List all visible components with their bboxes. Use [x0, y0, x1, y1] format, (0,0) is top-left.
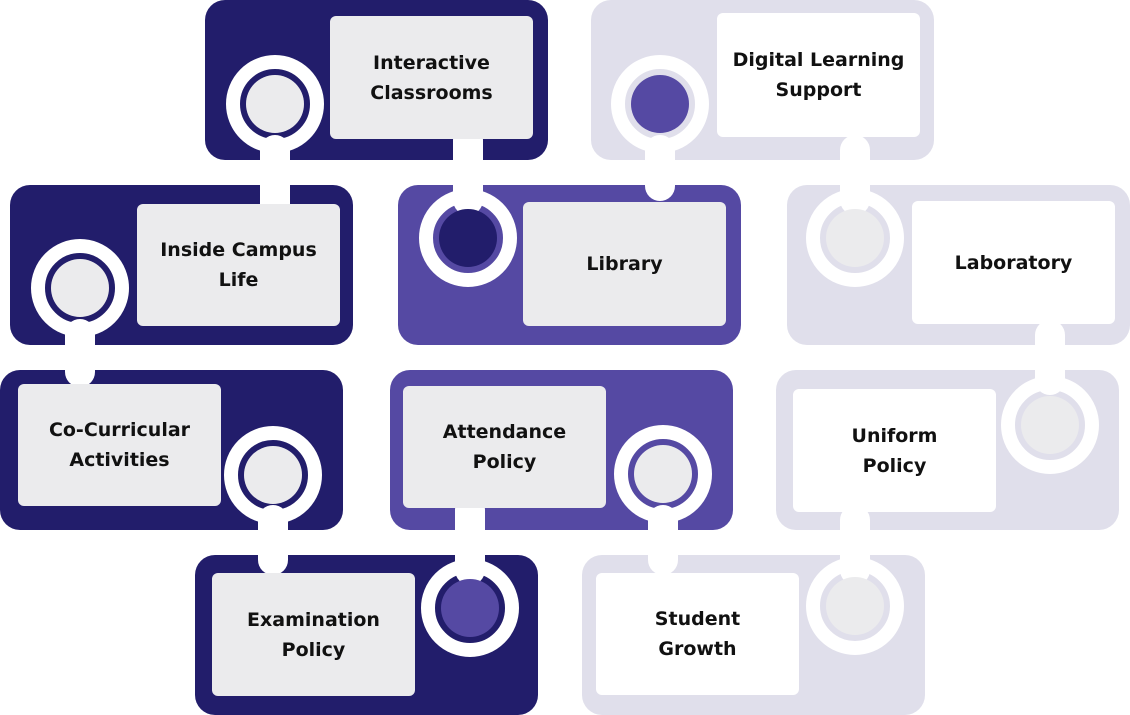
tile-card-examination-policy[interactable]: Examination Policy: [212, 573, 415, 696]
connector-ring-co-curricular-activities: [224, 426, 322, 575]
tile-card-uniform-policy[interactable]: Uniform Policy: [793, 389, 996, 512]
tile-card-digital-learning-support[interactable]: Digital Learning Support: [717, 13, 920, 137]
tile-card-interactive-classrooms[interactable]: Interactive Classrooms: [330, 16, 533, 139]
connector-ring-interactive-classrooms: [226, 55, 324, 220]
connector-ring-laboratory: [806, 135, 904, 287]
tile-card-inside-campus-life[interactable]: Inside Campus Life: [137, 204, 340, 326]
tile-card-student-growth[interactable]: Student Growth: [596, 573, 799, 695]
connector-ring-library: [419, 125, 517, 287]
tile-card-co-curricular-activities[interactable]: Co-Curricular Activities: [18, 384, 221, 506]
connector-ring-attendance-policy: [614, 425, 712, 575]
connector-ring-student-growth: [806, 505, 904, 655]
connector-ring-uniform-policy: [1001, 320, 1099, 474]
connector-ring-examination-policy: [421, 495, 519, 657]
tile-card-laboratory[interactable]: Laboratory: [912, 201, 1115, 324]
connector-ring-digital-learning-support: [611, 55, 709, 201]
connector-ring-inside-campus-life: [31, 239, 129, 387]
tile-card-attendance-policy[interactable]: Attendance Policy: [403, 386, 606, 508]
tile-card-library[interactable]: Library: [523, 202, 726, 326]
